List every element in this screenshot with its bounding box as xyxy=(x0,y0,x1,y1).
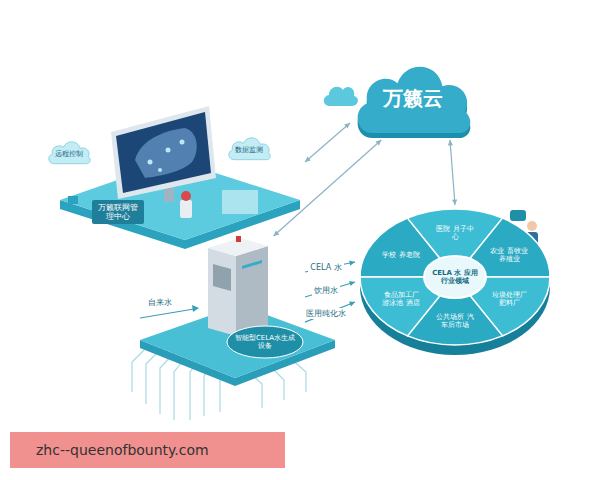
wheel-depth xyxy=(360,219,550,355)
cabinet-side xyxy=(236,246,268,336)
node-text: 万籁联网管理中心 xyxy=(92,200,144,224)
input-label: 自来水 xyxy=(148,297,172,308)
monitor-screen xyxy=(116,112,211,193)
chat-bubble xyxy=(510,210,526,221)
edge-label-holder: 饮用水 xyxy=(312,285,340,296)
input-line xyxy=(140,309,194,318)
management-centre: 万籁联网管理中心 远程控制 数据监测 xyxy=(40,108,305,243)
wheel-segment-node: 学校 养老院 xyxy=(379,251,423,259)
node-text: 公共场所 汽车后市场 xyxy=(433,313,477,329)
arrowhead xyxy=(349,281,355,286)
arrowhead xyxy=(448,140,453,146)
arrowhead xyxy=(274,231,280,237)
edge-label: 饮用水 xyxy=(312,285,340,296)
wheel-segment-node: 医院 月子中心 xyxy=(433,225,477,241)
small-cloud-node: 远程控制 xyxy=(46,138,92,166)
connector-line xyxy=(450,140,455,205)
wheel-segment-node: 垃圾处理厂 肥料厂 xyxy=(487,291,531,307)
wheel-segment-node: 食品加工厂 游泳池 酒店 xyxy=(379,291,423,307)
node-text: 远程控制 xyxy=(46,150,92,158)
connector xyxy=(305,302,355,323)
arrowhead xyxy=(349,261,355,266)
wheel-segment-node: 公共场所 汽车后市场 xyxy=(433,313,477,329)
cloud-node: 万籁云 xyxy=(350,55,475,140)
input-label-holder: 自来水 xyxy=(148,297,172,308)
node-text: 农业 畜牧业 养殖业 xyxy=(487,247,531,263)
map-dot xyxy=(180,140,185,145)
data-panel xyxy=(222,190,258,214)
connector-line xyxy=(274,140,382,236)
water-machine: 智能型CELA水生成设备 xyxy=(200,236,305,362)
lock-icon xyxy=(68,196,78,204)
robot-body xyxy=(180,200,192,218)
edge-label-holder: CELA 水 xyxy=(308,262,343,273)
arrowhead xyxy=(452,199,457,205)
industry-wheel: CELA 水 应用行业领域 学校 养老院 医院 月子中心农业 畜牧业 养殖业垃圾处理… xyxy=(355,205,555,360)
node-text: 食品加工厂 游泳池 酒店 xyxy=(379,291,423,307)
monitor-frame xyxy=(111,106,216,199)
cabinet-stripe xyxy=(242,260,262,269)
wheel-segment-node: 农业 畜牧业 养殖业 xyxy=(487,247,531,263)
small-cloud xyxy=(324,87,358,106)
connector-line xyxy=(305,282,355,297)
connector xyxy=(305,281,355,297)
arrowhead xyxy=(344,123,350,129)
arrowhead xyxy=(376,140,382,146)
wheel-centre xyxy=(424,256,486,298)
cabinet-panel xyxy=(213,264,231,291)
node-text: 万籁云 xyxy=(350,87,475,110)
edge-label: CELA 水 xyxy=(308,262,343,273)
edge-label-holder: 医用纯化水 xyxy=(304,308,348,319)
map-dot xyxy=(166,148,171,153)
person-head xyxy=(527,221,537,231)
node-text: CELA 水 应用行业领域 xyxy=(432,269,478,285)
robot-head xyxy=(181,191,191,201)
small-cloud-node: 数据监测 xyxy=(226,134,272,162)
callout-bubble xyxy=(227,326,303,358)
connector xyxy=(305,123,350,162)
connector-line xyxy=(305,302,355,322)
node-text: 医院 月子中心 xyxy=(433,225,477,241)
node-shape xyxy=(200,236,305,362)
connector xyxy=(274,140,382,236)
arrowhead xyxy=(305,157,311,163)
watermark-bar: zhc--queenofbounty.com xyxy=(10,432,285,468)
edge-label: 医用纯化水 xyxy=(304,308,348,319)
input-arrowhead xyxy=(192,305,199,312)
arrowhead xyxy=(349,302,355,307)
map-shape xyxy=(135,128,197,178)
node-text: 垃圾处理厂 肥料厂 xyxy=(487,291,531,307)
map-dot xyxy=(158,168,162,172)
map-dot xyxy=(148,160,153,165)
connector xyxy=(448,140,457,205)
connector-line xyxy=(305,123,350,162)
warning-light xyxy=(236,236,241,242)
node-text: 智能型CELA水生成设备 xyxy=(232,334,298,350)
cabinet-front xyxy=(208,248,236,336)
node-text: 数据监测 xyxy=(226,146,272,154)
watermark: zhc--queenofbounty.com xyxy=(10,432,285,468)
node-text: 学校 养老院 xyxy=(379,251,423,259)
